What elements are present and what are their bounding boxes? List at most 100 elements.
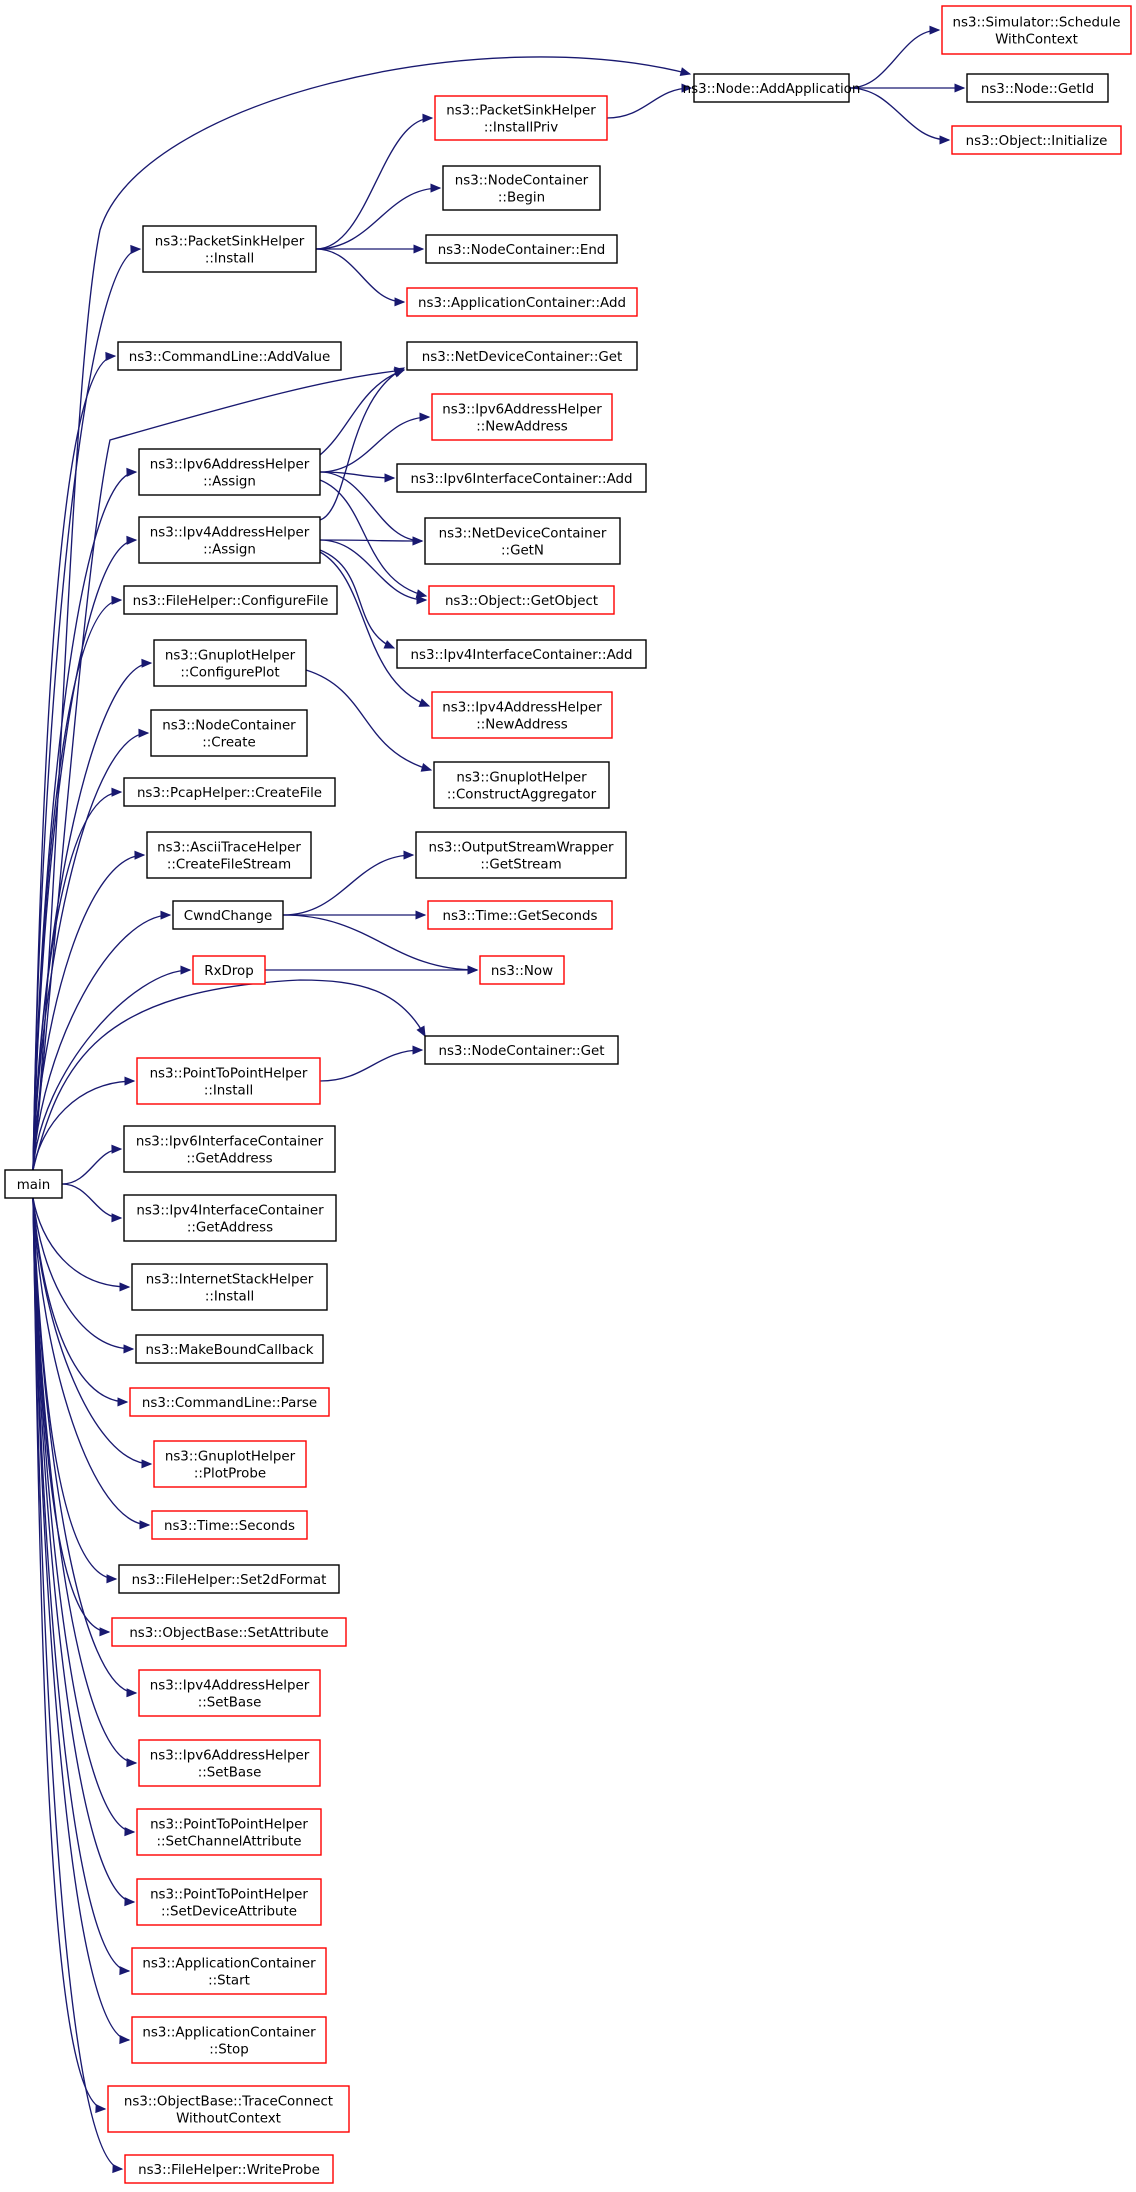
node-now[interactable]: ns3::Now [479, 955, 565, 985]
node-ip4h-assign[interactable]: ns3::Ipv4AddressHelper::Assign [138, 516, 321, 564]
node-box[interactable] [433, 761, 610, 809]
node-box[interactable] [415, 831, 627, 879]
node-box[interactable] [118, 1564, 340, 1594]
node-gph-plotprobe[interactable]: ns3::GnuplotHelper::PlotProbe [153, 1440, 307, 1488]
node-cl-parse[interactable]: ns3::CommandLine::Parse [129, 1387, 330, 1417]
node-fh-set2dformat[interactable]: ns3::FileHelper::Set2dFormat [118, 1564, 340, 1594]
node-box[interactable] [941, 5, 1132, 55]
node-box[interactable] [123, 1194, 337, 1242]
node-box[interactable] [136, 1808, 322, 1856]
node-appc-add[interactable]: ns3::ApplicationContainer::Add [406, 287, 638, 317]
node-box[interactable] [424, 517, 621, 565]
node-box[interactable] [150, 709, 308, 757]
node-box[interactable] [131, 1263, 328, 1311]
node-ip6ic-getaddr[interactable]: ns3::Ipv6InterfaceContainer::GetAddress [123, 1125, 336, 1173]
node-p2p-setdevattr[interactable]: ns3::PointToPointHelper::SetDeviceAttrib… [136, 1878, 322, 1926]
node-box[interactable] [129, 1387, 330, 1417]
node-box[interactable] [136, 1878, 322, 1926]
node-box[interactable] [172, 900, 284, 930]
node-box[interactable] [138, 1739, 321, 1787]
node-box[interactable] [396, 463, 647, 493]
node-box[interactable] [123, 585, 338, 615]
node-box[interactable] [117, 341, 342, 371]
node-ip4h-setbase[interactable]: ns3::Ipv4AddressHelper::SetBase [138, 1669, 321, 1717]
node-p2p-install[interactable]: ns3::PointToPointHelper::Install [136, 1057, 321, 1105]
node-rxdrop[interactable]: RxDrop [192, 955, 266, 985]
node-box[interactable] [406, 341, 638, 371]
node-box[interactable] [138, 516, 321, 564]
node-ob-setattr[interactable]: ns3::ObjectBase::SetAttribute [111, 1617, 347, 1647]
node-osw-getstream[interactable]: ns3::OutputStreamWrapper::GetStream [415, 831, 627, 879]
node-box[interactable] [431, 691, 613, 739]
node-box[interactable] [123, 1125, 336, 1173]
node-obj-init[interactable]: ns3::Object::Initialize [951, 125, 1122, 155]
node-box[interactable] [151, 1510, 308, 1540]
node-box[interactable] [966, 73, 1109, 103]
node-box[interactable] [693, 73, 850, 103]
node-box[interactable] [442, 165, 601, 211]
node-box[interactable] [124, 2154, 334, 2184]
node-pcap-createfile[interactable]: ns3::PcapHelper::CreateFile [123, 777, 336, 807]
node-ip6h-assign[interactable]: ns3::Ipv6AddressHelper::Assign [138, 448, 321, 496]
node-ndc-get[interactable]: ns3::NetDeviceContainer::Get [406, 341, 638, 371]
node-ip4h-newaddr[interactable]: ns3::Ipv4AddressHelper::NewAddress [431, 691, 613, 739]
node-appc-start[interactable]: ns3::ApplicationContainer::Start [131, 1947, 327, 1995]
node-nc-end[interactable]: ns3::NodeContainer::End [425, 234, 618, 264]
node-gph-configplot[interactable]: ns3::GnuplotHelper::ConfigurePlot [153, 639, 307, 687]
node-box[interactable] [131, 1947, 327, 1995]
node-ip4ic-add[interactable]: ns3::Ipv4InterfaceContainer::Add [396, 639, 647, 669]
node-fh-configfile[interactable]: ns3::FileHelper::ConfigureFile [123, 585, 338, 615]
node-box[interactable] [951, 125, 1122, 155]
node-box[interactable] [123, 777, 336, 807]
node-nc-begin[interactable]: ns3::NodeContainer::Begin [442, 165, 601, 211]
node-box[interactable] [107, 2085, 350, 2133]
node-nc-get[interactable]: ns3::NodeContainer::Get [424, 1035, 619, 1065]
node-ip6h-newaddr[interactable]: ns3::Ipv6AddressHelper::NewAddress [431, 393, 613, 441]
node-box[interactable] [427, 900, 613, 930]
node-makeboundcb[interactable]: ns3::MakeBoundCallback [135, 1334, 324, 1364]
node-box[interactable] [428, 585, 615, 615]
node-psh-installpriv[interactable]: ns3::PacketSinkHelper::InstallPriv [434, 95, 608, 141]
node-ndc-getn[interactable]: ns3::NetDeviceContainer::GetN [424, 517, 621, 565]
node-box[interactable] [142, 225, 317, 273]
node-fh-writeprobe[interactable]: ns3::FileHelper::WriteProbe [124, 2154, 334, 2184]
node-cwndchange[interactable]: CwndChange [172, 900, 284, 930]
node-ip6ic-add[interactable]: ns3::Ipv6InterfaceContainer::Add [396, 463, 647, 493]
node-box[interactable] [136, 1057, 321, 1105]
node-box[interactable] [4, 1169, 63, 1199]
node-box[interactable] [425, 234, 618, 264]
node-box[interactable] [135, 1334, 324, 1364]
node-box[interactable] [138, 448, 321, 496]
node-obj-getobject[interactable]: ns3::Object::GetObject [428, 585, 615, 615]
node-node-getid[interactable]: ns3::Node::GetId [966, 73, 1109, 103]
node-ath-createfs[interactable]: ns3::AsciiTraceHelper::CreateFileStream [146, 831, 312, 879]
node-box[interactable] [153, 639, 307, 687]
node-box[interactable] [406, 287, 638, 317]
node-p2p-setchattr[interactable]: ns3::PointToPointHelper::SetChannelAttri… [136, 1808, 322, 1856]
node-ip6h-setbase[interactable]: ns3::Ipv6AddressHelper::SetBase [138, 1739, 321, 1787]
node-appc-stop[interactable]: ns3::ApplicationContainer::Stop [131, 2016, 327, 2064]
node-box[interactable] [431, 393, 613, 441]
node-box[interactable] [131, 2016, 327, 2064]
node-box[interactable] [111, 1617, 347, 1647]
node-time-seconds[interactable]: ns3::Time::Seconds [151, 1510, 308, 1540]
node-box[interactable] [479, 955, 565, 985]
node-box[interactable] [153, 1440, 307, 1488]
node-node-addapp[interactable]: ns3::Node::AddApplication [683, 73, 861, 103]
node-nc-create[interactable]: ns3::NodeContainer::Create [150, 709, 308, 757]
node-time-getseconds[interactable]: ns3::Time::GetSeconds [427, 900, 613, 930]
node-ob-traceconnect[interactable]: ns3::ObjectBase::TraceConnectWithoutCont… [107, 2085, 350, 2133]
node-box[interactable] [396, 639, 647, 669]
node-psh-install[interactable]: ns3::PacketSinkHelper::Install [142, 225, 317, 273]
node-box[interactable] [138, 1669, 321, 1717]
node-ish-install[interactable]: ns3::InternetStackHelper::Install [131, 1263, 328, 1311]
node-box[interactable] [146, 831, 312, 879]
node-main[interactable]: main [4, 1169, 63, 1199]
node-box[interactable] [424, 1035, 619, 1065]
node-cl-addvalue[interactable]: ns3::CommandLine::AddValue [117, 341, 342, 371]
node-ip4ic-getaddr[interactable]: ns3::Ipv4InterfaceContainer::GetAddress [123, 1194, 337, 1242]
node-box[interactable] [434, 95, 608, 141]
node-gph-constructagg[interactable]: ns3::GnuplotHelper::ConstructAggregator [433, 761, 610, 809]
node-box[interactable] [192, 955, 266, 985]
